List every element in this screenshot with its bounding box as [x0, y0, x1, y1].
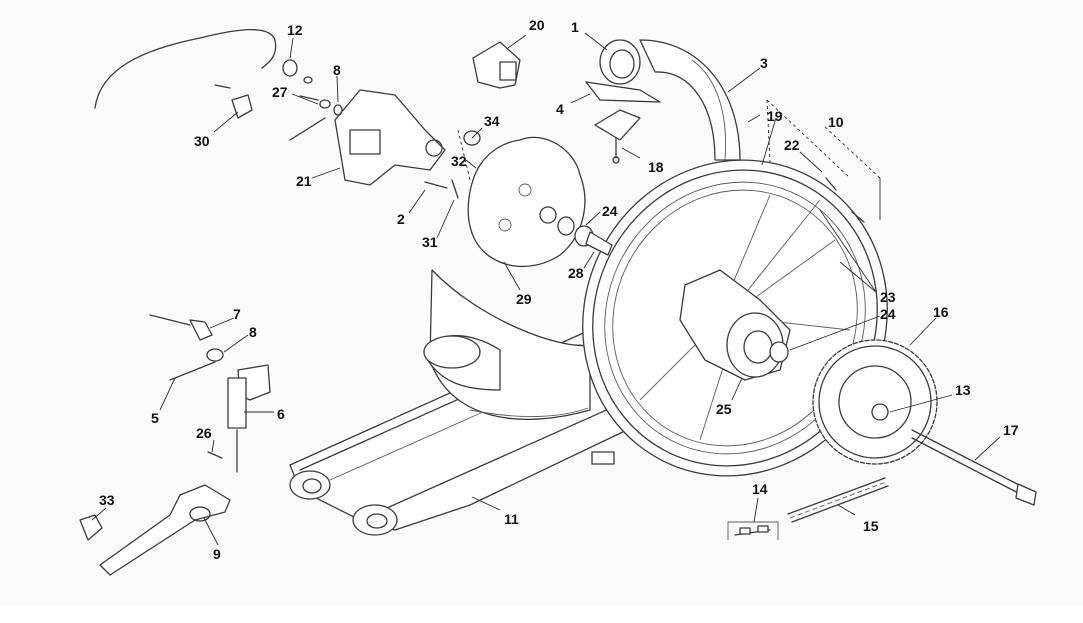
leader-lines [91, 32, 1001, 546]
rear-tyre [585, 39, 741, 161]
callout-8-lower: 8 [249, 324, 257, 340]
callout-21: 21 [296, 173, 312, 189]
callout-22: 22 [784, 137, 800, 153]
callout-31: 31 [422, 234, 438, 250]
callout-16: 16 [933, 304, 949, 320]
callout-34: 34 [484, 113, 500, 129]
callout-2: 2 [397, 211, 405, 227]
callout-26: 26 [196, 425, 212, 441]
callout-10: 10 [828, 114, 844, 130]
callout-27: 27 [272, 84, 288, 100]
chain-guard [423, 269, 591, 420]
callout-20: 20 [529, 17, 545, 33]
valve-and-rim-lock [594, 109, 641, 164]
callout-23: 23 [880, 289, 896, 305]
callout-32: 32 [451, 153, 467, 169]
brake-caliper [334, 89, 446, 186]
drive-chain [727, 477, 889, 540]
callout-15: 15 [863, 518, 879, 534]
callout-25: 25 [716, 401, 732, 417]
callout-14: 14 [752, 481, 768, 497]
callout-30: 30 [194, 133, 210, 149]
callout-8-upper: 8 [333, 62, 341, 78]
callout-1: 1 [571, 19, 579, 35]
brake-pedal [79, 484, 231, 576]
brake-hose [94, 28, 326, 141]
callout-33: 33 [99, 492, 115, 508]
rear-sprocket [812, 339, 938, 465]
callout-28: 28 [568, 265, 584, 281]
callout-6: 6 [277, 406, 285, 422]
callout-9: 9 [213, 546, 221, 562]
brake-disc [467, 136, 586, 268]
callout-7: 7 [233, 306, 241, 322]
callout-5: 5 [151, 410, 159, 426]
callout-19: 19 [767, 108, 783, 124]
bottom-margin [0, 605, 1083, 623]
rear-axle [911, 429, 1037, 506]
callout-29: 29 [516, 291, 532, 307]
callout-24-upper: 24 [602, 203, 618, 219]
callout-12: 12 [287, 22, 303, 38]
callout-3: 3 [760, 55, 768, 71]
callout-4: 4 [556, 101, 564, 117]
callout-18: 18 [648, 159, 664, 175]
brake-master-cylinder [149, 314, 271, 473]
axle-spacers [557, 216, 613, 256]
brake-pads [472, 41, 521, 89]
callout-24-lower: 24 [880, 306, 896, 322]
callout-13: 13 [955, 382, 971, 398]
wheel-hub [679, 269, 791, 381]
callout-11: 11 [504, 511, 519, 527]
callout-17: 17 [1003, 422, 1019, 438]
